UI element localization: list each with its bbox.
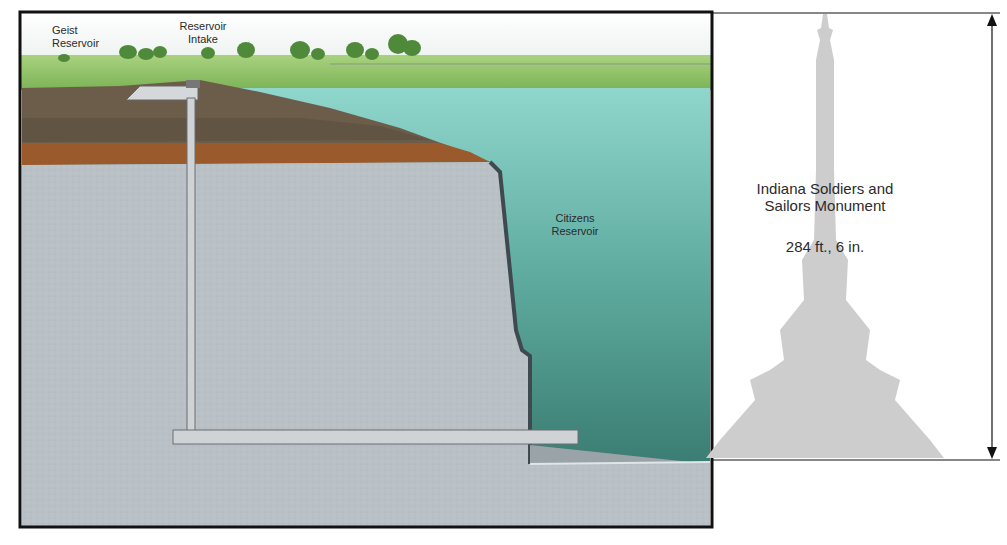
intake-cap [186,80,200,88]
soil-layer [22,118,430,142]
reservoir-name: Citizens Reservoir [540,212,610,237]
reservoir-name: Geist Reservoir [52,24,114,49]
panel-frame [20,12,712,527]
trees [58,34,421,62]
bedrock [22,162,710,527]
cliff-face [490,162,530,464]
clay-layer [22,143,490,165]
outlet-ramp [530,445,690,464]
intake-name: Reservoir Intake [168,20,238,45]
floor-line [530,462,710,464]
monument-silhouette [706,14,944,458]
intake-shaft [187,98,195,432]
monument-name: Indiana Soldiers and Sailors Monument [733,180,917,215]
topsoil [22,80,490,165]
height-dimension [712,13,1000,460]
height-dimension-value: 284 ft., 6 in. [740,238,910,255]
road [330,63,712,65]
tunnel [173,430,578,444]
grass [20,55,712,90]
